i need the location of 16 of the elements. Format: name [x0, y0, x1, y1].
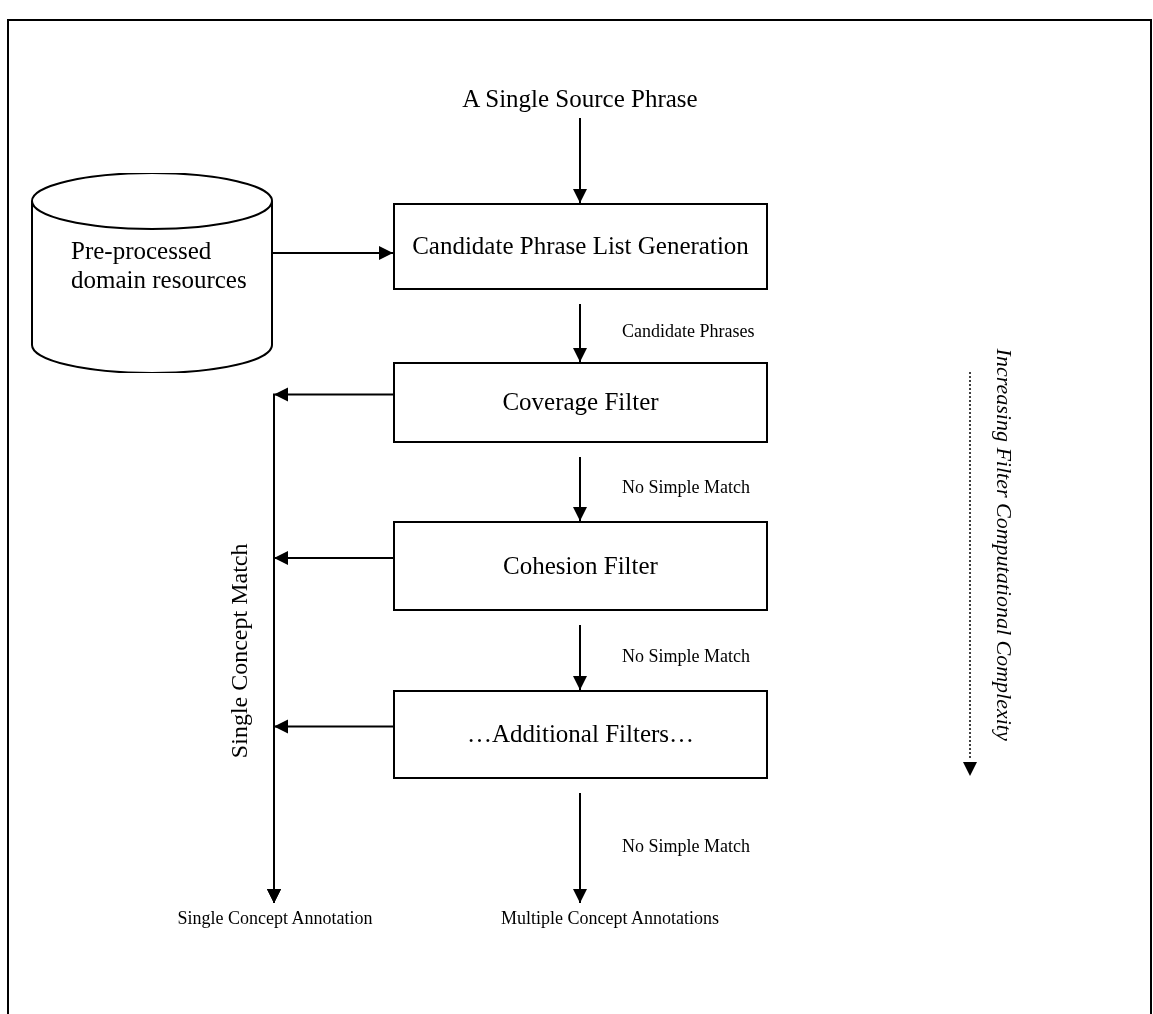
start-text: A Single Source Phrase	[462, 84, 698, 114]
output-text: Single Concept Annotation	[177, 907, 373, 929]
output-text: Multiple Concept Annotations	[501, 907, 719, 929]
box-label: Candidate Phrase List Generation	[412, 232, 749, 261]
filter-box	[393, 521, 768, 611]
edge-label: No Simple Match	[620, 836, 752, 857]
box-label: Cohesion Filter	[503, 551, 658, 581]
cylinder-label: Pre-processed domain resources	[71, 237, 248, 295]
edge-label: No Simple Match	[620, 477, 752, 498]
box-label: …Additional Filters…	[466, 720, 695, 749]
filter-box	[393, 362, 768, 443]
box-label: Coverage Filter	[502, 388, 659, 417]
axis-note: Increasing Filter Computational Complexity	[991, 347, 1017, 743]
filter-box	[393, 690, 768, 779]
branch-label: Single Concept Match	[226, 542, 254, 761]
process-box	[393, 203, 768, 290]
